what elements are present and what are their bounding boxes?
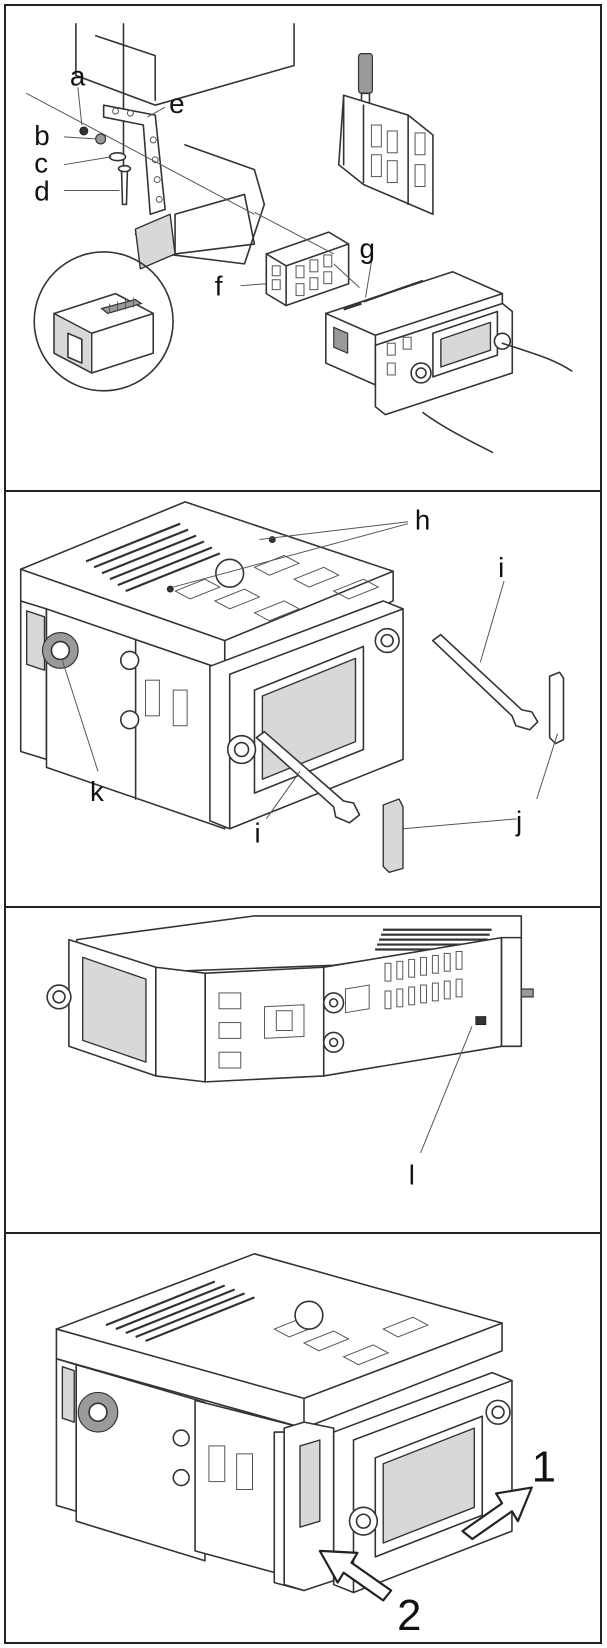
insert-arrow-1 (461, 1486, 533, 1541)
leader-line-j-2 (402, 818, 517, 830)
leader-line-a (77, 87, 83, 126)
label-g: g (360, 233, 375, 264)
leader-line-b (63, 136, 96, 140)
label-f: f (215, 271, 223, 302)
label-j: j (515, 806, 522, 837)
label-l: l (409, 1160, 415, 1191)
screwdriver-tab-illustration (337, 53, 434, 216)
label-c: c (34, 148, 48, 179)
insert-arrow-2 (318, 1549, 393, 1602)
side-vent-grid (384, 950, 463, 1010)
step-label-2: 2 (397, 1592, 421, 1640)
leader-line-e (147, 106, 166, 118)
leader-line-c (63, 156, 112, 166)
leader-line-h-2 (173, 523, 409, 588)
head-unit-with-sleeve (19, 501, 404, 830)
label-k: k (90, 776, 104, 807)
head-unit-insert (55, 1253, 513, 1594)
removal-key-lower (255, 730, 361, 824)
leader-line-f (240, 283, 267, 287)
connector-detail-inset (33, 251, 174, 392)
side-view-drawing: l (46, 915, 534, 1191)
panel-mounting-hardware: a b c d e (4, 4, 602, 492)
insert-unit-drawing: 1 2 (55, 1253, 556, 1640)
mounting-sleeve-f (265, 231, 350, 307)
leader-line-i-upper (479, 580, 505, 663)
panel-side-view: l (4, 906, 602, 1234)
label-a: a (70, 60, 86, 91)
mounting-hardware-drawing: a b c d e (26, 23, 573, 454)
leader-line-j-1 (536, 733, 559, 800)
head-unit-side (46, 915, 534, 1083)
label-e: e (169, 88, 184, 119)
label-i-upper: i (498, 552, 504, 583)
leader-line-g (364, 261, 372, 298)
label-d: d (34, 175, 49, 206)
label-h: h (415, 505, 430, 536)
removal-key-upper (431, 633, 539, 731)
label-i-lower: i (254, 818, 260, 849)
head-unit-g (325, 271, 514, 416)
trim-clip-j (548, 671, 565, 745)
trim-clip-j-2 (382, 798, 404, 874)
panel-insert-unit: 1 2 (4, 1232, 602, 1644)
leader-line-i-lower (265, 771, 301, 820)
removal-keys-drawing: h k i i j (19, 501, 565, 874)
leader-line-l (420, 1026, 473, 1154)
label-b: b (34, 120, 49, 151)
panel-removal-keys: h k i i j (4, 490, 602, 908)
step-label-1: 1 (532, 1444, 556, 1492)
leader-line-k (61, 660, 99, 772)
leader-line-h-1 (259, 521, 409, 541)
